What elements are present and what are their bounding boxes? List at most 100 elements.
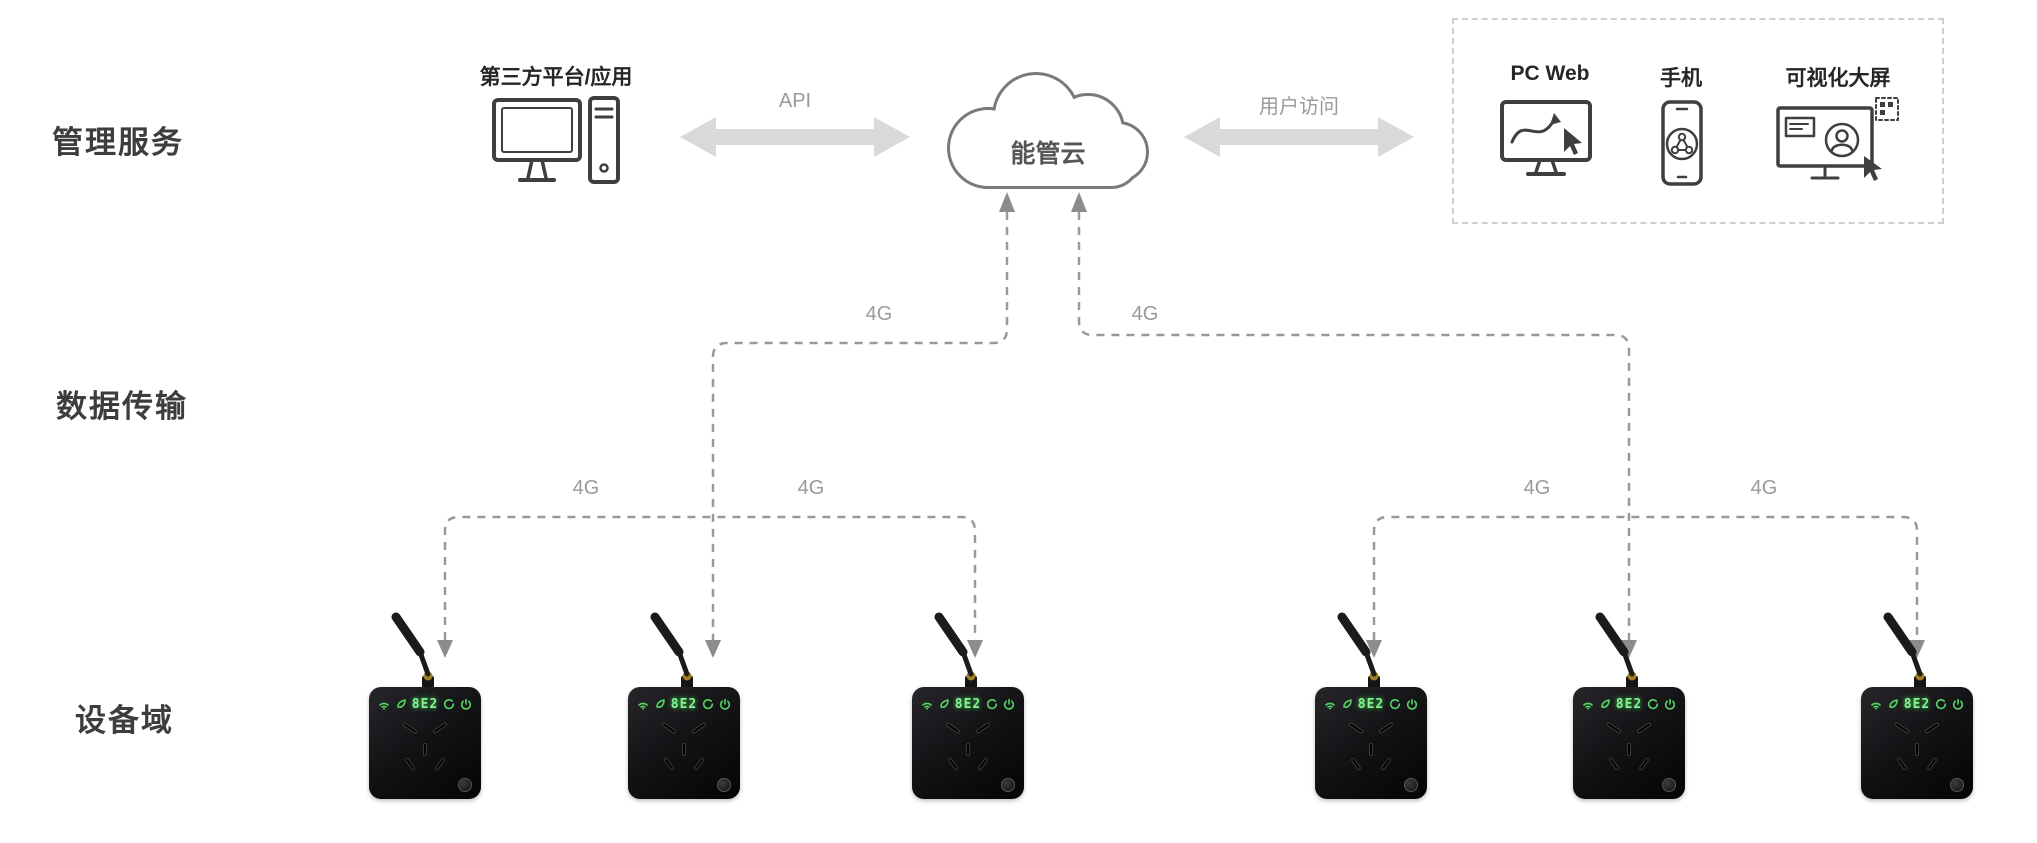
socket-outlet (1340, 719, 1402, 779)
device-status-row: 8E2 (1861, 696, 1973, 712)
device-status-row: 8E2 (369, 696, 481, 712)
leaf-icon (397, 699, 406, 708)
device-led-display: 8E2 (411, 696, 439, 712)
power-icon[interactable] (1952, 698, 1964, 710)
arrowhead-up (1071, 192, 1087, 212)
device-body: 8E2 (912, 687, 1024, 799)
device-body: 8E2 (369, 687, 481, 799)
arrowhead-down (1366, 640, 1382, 658)
leaf-icon (1343, 699, 1352, 708)
link-cloud-left-branch (711, 212, 1009, 640)
device-button[interactable] (1950, 778, 1964, 792)
link-right-devices (1372, 515, 1919, 640)
device-body: 8E2 (628, 687, 740, 799)
device-button[interactable] (717, 778, 731, 792)
power-icon[interactable] (1406, 698, 1418, 710)
device-status-row: 8E2 (1573, 696, 1685, 712)
device-body: 8E2 (1573, 687, 1685, 799)
big-screen-icon (1776, 97, 1899, 181)
device-led-display: 8E2 (670, 696, 698, 712)
mobile-phone-icon (1661, 100, 1703, 186)
socket-slot (1926, 757, 1938, 771)
socket-slot (1894, 721, 1910, 735)
socket-slot (404, 757, 416, 771)
smart-socket-device: 8E2 (369, 612, 481, 802)
power-icon[interactable] (1664, 698, 1676, 710)
antenna-icon (650, 612, 693, 690)
user-access-arrow (1184, 117, 1414, 157)
device-status-row: 8E2 (912, 696, 1024, 712)
socket-slot (1606, 721, 1622, 735)
leaf-icon (1889, 699, 1898, 708)
device-led-display: 8E2 (1615, 696, 1643, 712)
power-icon[interactable] (1003, 698, 1015, 710)
client-label-big-screen: 可视化大屏 (1785, 67, 1891, 90)
socket-outlet (653, 719, 715, 779)
device-body: 8E2 (1861, 687, 1973, 799)
socket-slot (1380, 757, 1392, 771)
pc-web-icon (1500, 100, 1592, 176)
antenna-icon (1595, 612, 1638, 690)
socket-slot (402, 721, 418, 735)
reset-ring-icon (1390, 698, 1401, 710)
smart-socket-device: 8E2 (912, 612, 1024, 802)
cloud-icon (947, 72, 1149, 189)
g4-label: 4G (1131, 303, 1159, 325)
arrowhead-down (437, 640, 453, 658)
g4-label: 4G (1750, 477, 1778, 499)
socket-slot (1608, 757, 1620, 771)
socket-slot (975, 721, 991, 735)
antenna-icon (1883, 612, 1926, 690)
socket-slot (434, 757, 446, 771)
socket-slot (966, 743, 970, 756)
socket-slot (663, 757, 675, 771)
link-left-devices (443, 515, 977, 640)
device-body: 8E2 (1315, 687, 1427, 799)
power-icon[interactable] (460, 698, 472, 710)
socket-slot (423, 743, 427, 756)
client-label-mobile: 手机 (1660, 67, 1702, 90)
reset-ring-icon (1648, 698, 1659, 710)
device-status-row: 8E2 (1315, 696, 1427, 712)
device-button[interactable] (1662, 778, 1676, 792)
socket-outlet (1886, 719, 1948, 779)
smart-socket-device: 8E2 (1861, 612, 1973, 802)
layer-label-transmission: 数据传输 (56, 389, 188, 424)
device-led-display: 8E2 (954, 696, 982, 712)
leaf-icon (656, 699, 665, 708)
wifi-icon (638, 702, 648, 710)
socket-outlet (394, 719, 456, 779)
user-access-link-label: 用户访问 (1259, 96, 1339, 118)
g4-label: 4G (797, 477, 825, 499)
api-link-label: API (778, 90, 812, 112)
layer-label-management: 管理服务 (52, 125, 184, 160)
client-label-pc-web: PC Web (1510, 62, 1590, 85)
wifi-icon (1325, 702, 1335, 710)
socket-slot (945, 721, 961, 735)
socket-slot (432, 721, 448, 735)
device-button[interactable] (1404, 778, 1418, 792)
reset-ring-icon (444, 698, 455, 710)
socket-slot (1378, 721, 1394, 735)
desktop-pc-icon (492, 96, 620, 184)
socket-slot (1627, 743, 1631, 756)
antenna-icon (1337, 612, 1380, 690)
device-button[interactable] (458, 778, 472, 792)
arrowhead-down (705, 640, 721, 658)
socket-slot (1638, 757, 1650, 771)
arrowheads (437, 192, 1925, 658)
third-party-label: 第三方平台/应用 (479, 66, 633, 89)
leaf-icon (940, 699, 949, 708)
reset-ring-icon (987, 698, 998, 710)
socket-slot (1896, 757, 1908, 771)
socket-slot (1350, 757, 1362, 771)
socket-slot (691, 721, 707, 735)
reset-ring-icon (703, 698, 714, 710)
power-icon[interactable] (719, 698, 731, 710)
socket-slot (682, 743, 686, 756)
socket-slot (1636, 721, 1652, 735)
wifi-icon (1871, 702, 1881, 710)
device-button[interactable] (1001, 778, 1015, 792)
